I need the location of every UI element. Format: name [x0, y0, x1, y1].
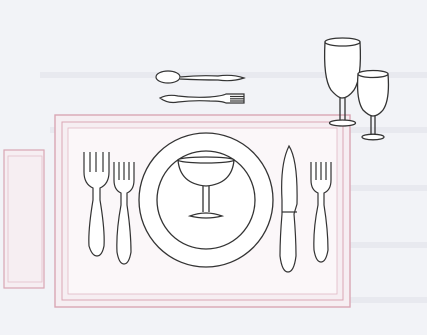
dessert-fork-icon [158, 93, 245, 104]
dinner-fork-icon [83, 152, 110, 257]
dinner-knife-icon [279, 144, 298, 273]
wine-glass-icon [356, 69, 390, 141]
dessert-spoon-icon [155, 70, 246, 84]
dinner-plate-icon [138, 132, 274, 268]
salad-fork-icon [113, 162, 135, 265]
side-placemat-icon [3, 149, 45, 289]
water-goblet-icon [323, 37, 362, 127]
oyster-fork-icon [310, 162, 332, 263]
coupe-glass-icon [177, 156, 235, 219]
